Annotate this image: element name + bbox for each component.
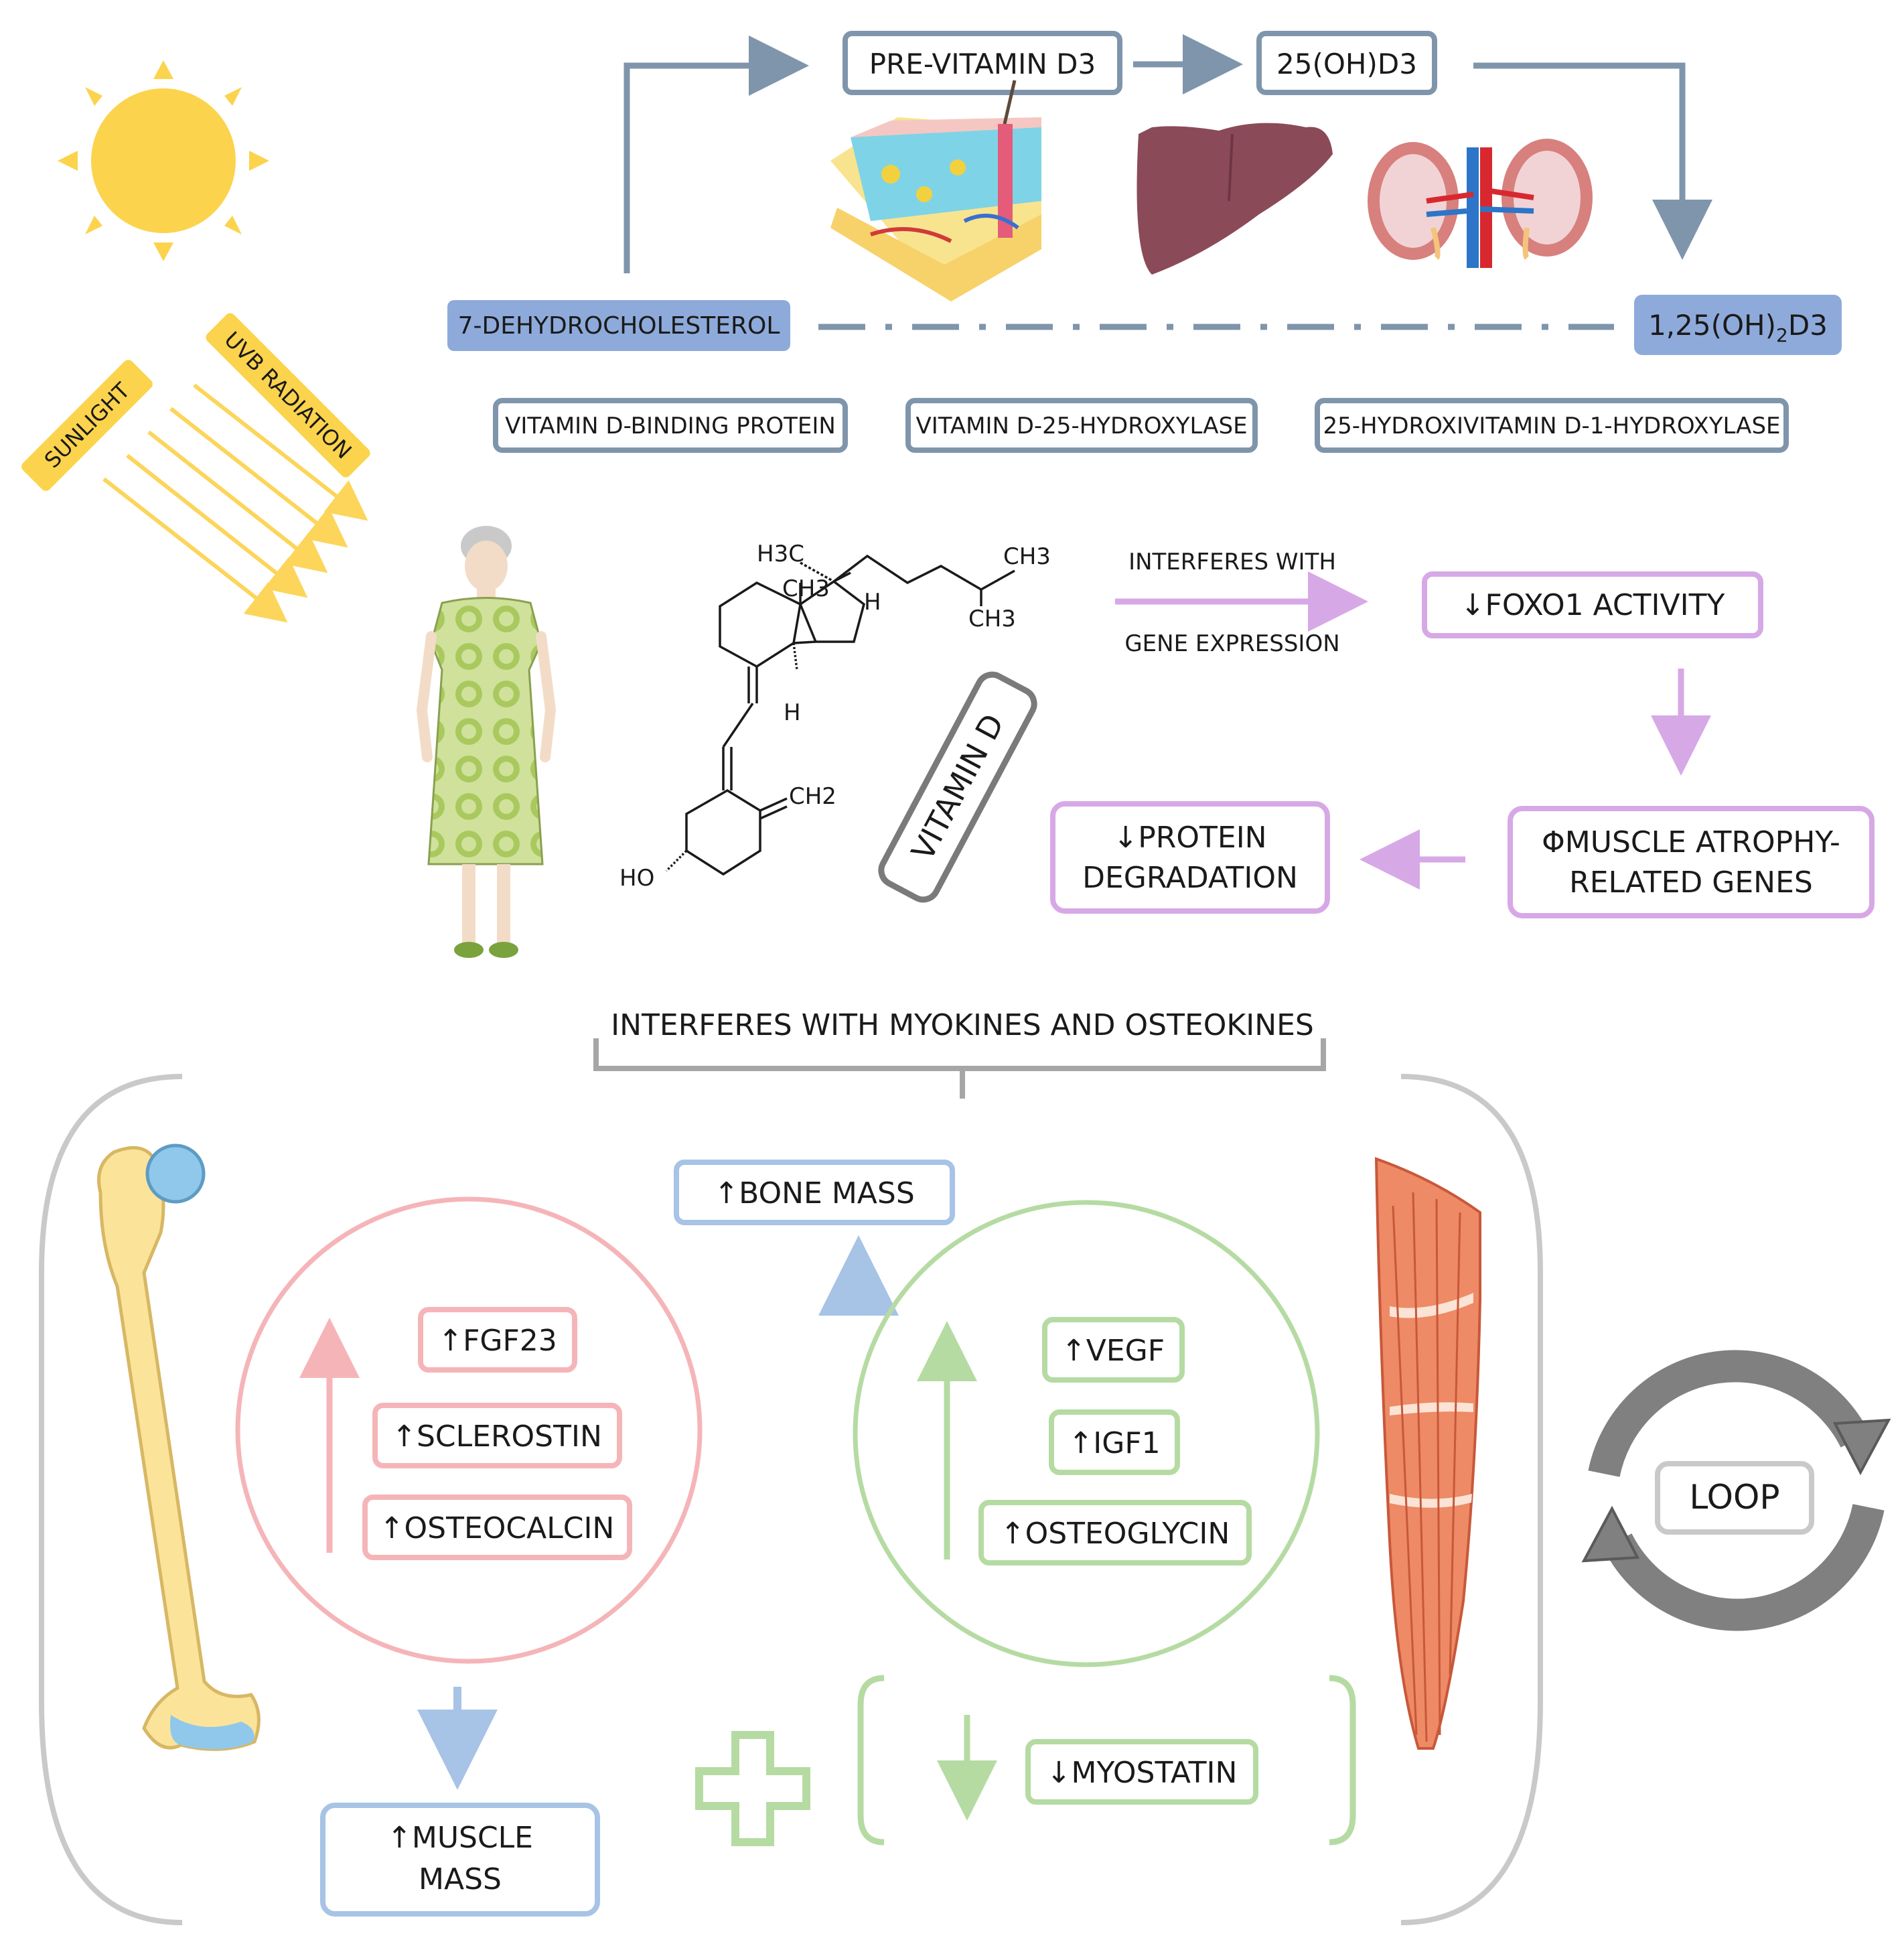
svg-text:VITAMIN D-25-HYDROXYLASE: VITAMIN D-25-HYDROXYLASE	[916, 413, 1247, 439]
vitamin-d-binding-protein-box: VITAMIN D-BINDING PROTEIN	[493, 398, 848, 453]
foxo1-activity-box: ↓FOXO1 ACTIVITY	[1422, 571, 1763, 638]
uv-rays	[102, 383, 368, 623]
liver-icon	[1137, 123, 1333, 275]
svg-text:CH2: CH2	[789, 783, 836, 810]
svg-text:↑SCLEROSTIN: ↑SCLEROSTIN	[392, 1419, 602, 1454]
interferes-with-label: INTERFERES WITH	[1128, 549, 1336, 575]
sclerostin-box: ↑SCLEROSTIN	[372, 1403, 622, 1468]
sun-icon	[58, 60, 269, 261]
svg-text:↑OSTEOCALCIN: ↑OSTEOCALCIN	[380, 1511, 615, 1545]
7-dehydrocholesterol-box: 7-DEHYDROCHOLESTEROL	[447, 300, 790, 351]
igf1-box: ↑IGF1	[1049, 1409, 1180, 1475]
right-frame	[1400, 1074, 1543, 1925]
svg-text:25-HYDROXIVITAMIN D-1-HYDROXYL: 25-HYDROXIVITAMIN D-1-HYDROXYLASE	[1323, 413, 1780, 439]
svg-text:↓MYOSTATIN: ↓MYOSTATIN	[1047, 1756, 1238, 1790]
osteoglycin-box: ↑OSTEOGLYCIN	[978, 1500, 1252, 1566]
muscle-atrophy-genes-box: ΦMUSCLE ATROPHY- RELATED GENES	[1508, 806, 1875, 918]
svg-text:25(OH)D3: 25(OH)D3	[1276, 48, 1417, 80]
myokines-circle	[853, 1200, 1320, 1667]
1-hydroxylase-box: 25-HYDROXIVITAMIN D-1-HYDROXYLASE	[1315, 398, 1789, 453]
fgf23-box: ↑FGF23	[418, 1307, 577, 1373]
svg-text:↑OSTEOGLYCIN: ↑OSTEOGLYCIN	[1001, 1517, 1230, 1551]
svg-text:CH3: CH3	[782, 575, 830, 602]
flow-arrow-dehydro-to-pre	[624, 36, 809, 273]
skin-icon	[830, 80, 1041, 301]
svg-text:↑MUSCLE: ↑MUSCLE	[387, 1821, 533, 1855]
svg-text:HO: HO	[619, 865, 654, 892]
svg-text:RELATED GENES: RELATED GENES	[1569, 865, 1813, 900]
femur-bone-icon	[97, 1143, 261, 1751]
vitamin-d-25-hydroxylase-box: VITAMIN D-25-HYDROXYLASE	[905, 398, 1258, 453]
pre-vitamin-d3-box: PRE-VITAMIN D3	[843, 31, 1122, 95]
myostatin-left-bracket	[857, 1675, 885, 1846]
flow-arrow-25oh-to-calcitriol	[1473, 62, 1712, 260]
osteocalcin-box: ↑OSTEOCALCIN	[362, 1495, 632, 1560]
svg-text:1,25(OH)2D3: 1,25(OH)2D3	[1648, 309, 1828, 346]
left-frame	[39, 1074, 183, 1925]
svg-text:H3C: H3C	[757, 541, 804, 567]
25-oh-d3-box: 25(OH)D3	[1256, 31, 1437, 95]
svg-text:↓FOXO1 ACTIVITY: ↓FOXO1 ACTIVITY	[1461, 588, 1725, 622]
svg-text:↑VEGF: ↑VEGF	[1061, 1334, 1165, 1368]
myostatin-right-bracket	[1329, 1675, 1356, 1846]
svg-text:↑IGF1: ↑IGF1	[1068, 1426, 1160, 1460]
svg-text:UVB RADIATION: UVB RADIATION	[220, 327, 357, 464]
svg-text:SUNLIGHT: SUNLIGHT	[40, 377, 135, 473]
protein-degradation-box: ↓PROTEIN DEGRADATION	[1050, 801, 1330, 914]
plus-icon	[695, 1731, 810, 1846]
vegf-box: ↑VEGF	[1042, 1317, 1185, 1383]
myokines-brace	[593, 1038, 1326, 1099]
svg-text:PRE-VITAMIN D3: PRE-VITAMIN D3	[869, 48, 1096, 80]
calcitriol-box: 1,25(OH)2D3	[1634, 295, 1842, 355]
elderly-woman-icon	[416, 526, 557, 958]
myokines-osteokines-label: INTERFERES WITH MYOKINES AND OSTEOKINES	[611, 1008, 1314, 1042]
osteokines-circle	[235, 1196, 703, 1664]
svg-text:H: H	[784, 699, 801, 726]
svg-text:CH3: CH3	[968, 606, 1016, 632]
svg-text:DEGRADATION: DEGRADATION	[1082, 861, 1298, 895]
sunlight-label: SUNLIGHT	[21, 360, 153, 491]
muscle-mass-box: ↑MUSCLE MASS	[320, 1803, 600, 1917]
gene-expression-label: GENE EXPRESSION	[1124, 630, 1339, 657]
svg-text:↑BONE MASS: ↑BONE MASS	[714, 1176, 915, 1210]
svg-text:H: H	[864, 589, 881, 616]
svg-text:ΦMUSCLE ATROPHY-: ΦMUSCLE ATROPHY-	[1542, 825, 1840, 859]
muscle-icon	[1374, 1157, 1481, 1750]
bone-mass-box: ↑BONE MASS	[674, 1160, 955, 1225]
svg-text:MASS: MASS	[419, 1862, 502, 1896]
vitamin-d-molecule	[665, 554, 1015, 876]
svg-text:↑FGF23: ↑FGF23	[438, 1324, 557, 1358]
myostatin-box: ↓MYOSTATIN	[1025, 1739, 1258, 1805]
svg-text:LOOP: LOOP	[1690, 1478, 1780, 1517]
svg-text:CH3: CH3	[1003, 543, 1051, 570]
svg-text:7-DEHYDROCHOLESTEROL: 7-DEHYDROCHOLESTEROL	[458, 312, 780, 340]
vitamin-d-tag: VITAMIN D	[878, 671, 1037, 903]
molecule-labels: H3C CH3 CH3 CH3 H H CH2 HO	[619, 541, 1051, 892]
svg-text:↓PROTEIN: ↓PROTEIN	[1113, 821, 1266, 855]
loop-cycle-icon	[1581, 1350, 1891, 1631]
loop-label: LOOP	[1655, 1461, 1814, 1535]
svg-text:VITAMIN D-BINDING PROTEIN: VITAMIN D-BINDING PROTEIN	[505, 413, 836, 439]
kidneys-icon	[1368, 139, 1593, 268]
